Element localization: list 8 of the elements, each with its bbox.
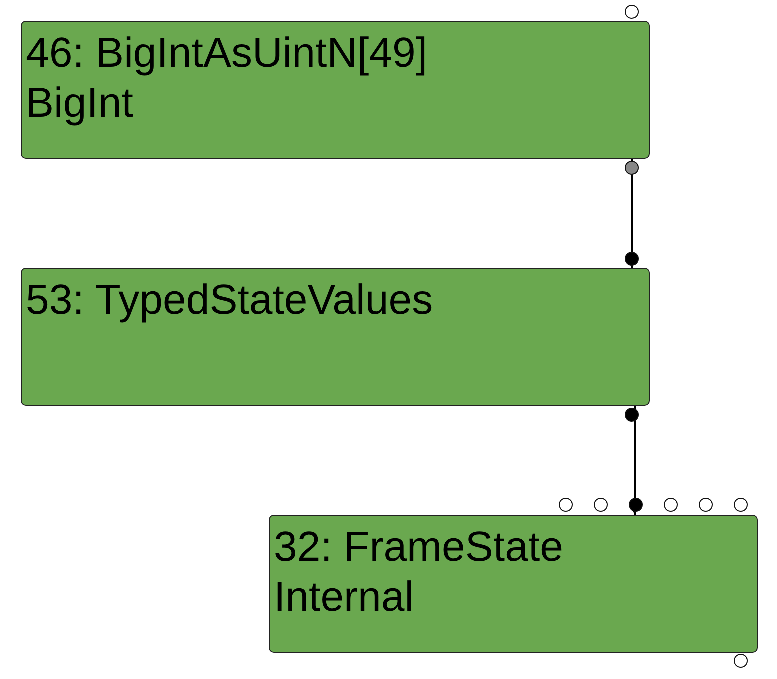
node-title: 46: BigIntAsUintN[49] — [26, 28, 428, 78]
node-title: 53: TypedStateValues — [26, 275, 434, 325]
node-type: Internal — [274, 572, 414, 622]
node-type: BigInt — [26, 78, 134, 128]
node-title: 32: FrameState — [274, 522, 564, 572]
node-box — [21, 268, 650, 406]
node-box — [21, 21, 650, 159]
node-box — [269, 515, 758, 653]
